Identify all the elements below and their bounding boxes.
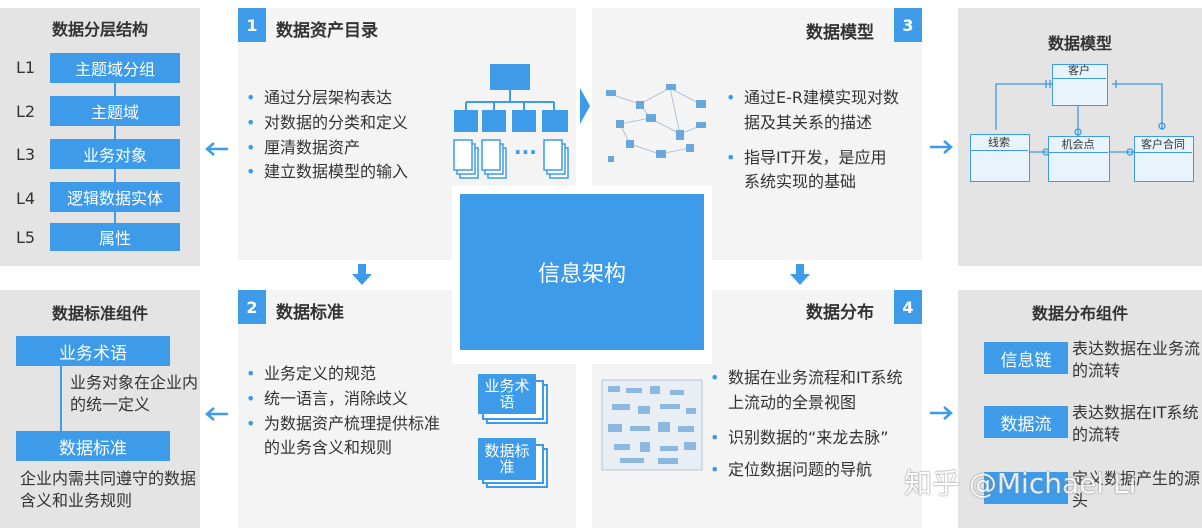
er-diagram-thumbnail-icon: [606, 84, 706, 162]
standard-connector-line: [60, 364, 62, 434]
panel1-bullet: 建立数据模型的输入: [244, 160, 454, 185]
level-id-5: L5: [16, 228, 36, 247]
arrow-down-icon: [352, 264, 372, 285]
entity-contract: [1134, 136, 1194, 182]
panel1-bullet: 通过分层架构表达: [244, 86, 454, 111]
level-box-4: 逻辑数据实体: [50, 182, 180, 212]
arrow-left-icon: [205, 142, 228, 156]
distribution-components-title: 数据分布组件: [1031, 304, 1128, 323]
entity-lead-header: 线索: [970, 136, 1028, 151]
panel4-bullet: 数据在业务流程和IT系统上流动的全景视图: [708, 366, 918, 416]
data-standard-box: 数据标准: [16, 431, 170, 461]
level-id-3: L3: [16, 145, 36, 164]
entity-opportunity: [1048, 136, 1110, 182]
watermark: 知乎 @Michael Li: [904, 467, 1137, 500]
panel3-title: 数据模型: [806, 23, 874, 43]
panel2-title: 数据标准: [276, 303, 344, 323]
data-source-desc: 定义数据产生的源头: [1072, 469, 1201, 511]
entity-contract-header: 客户合同: [1134, 138, 1192, 153]
panel2-bullets: 业务定义的规范 统一语言，消除歧义 为数据资产梳理提供标准的业务含义和规则: [244, 362, 454, 461]
panel3-bullet: 指导IT开发，是应用系统实现的基础: [724, 146, 902, 196]
level-id-4: L4: [16, 189, 36, 208]
level-box-1: 主题域分组: [50, 53, 180, 83]
data-standard-desc: 企业内需共同遵守的数据含义和业务规则: [20, 469, 197, 511]
standard-components-title: 数据标准组件: [51, 304, 148, 323]
panel4-title: 数据分布: [806, 303, 874, 323]
data-flow-desc: 表达数据在IT系统的流转: [1072, 403, 1199, 445]
term-stack-front: 业务术语: [478, 374, 536, 414]
entity-customer-header: 客户: [1052, 64, 1106, 79]
panel2-bullet: 统一语言，消除歧义: [244, 387, 454, 412]
info-chain-box: 信息链: [984, 342, 1068, 374]
data-flow-box: 数据流: [984, 406, 1068, 438]
panel2-bullet: 业务定义的规范: [244, 362, 454, 387]
panel4-bullet: 定位数据问题的导航: [708, 458, 918, 483]
panel1-number: 1: [238, 8, 266, 42]
panel4-bullet: 识别数据的“来龙去脉”: [708, 426, 918, 451]
distribution-map-thumbnail-icon: [601, 379, 703, 471]
std-stack-front: 数据标准: [478, 438, 536, 480]
level-box-5: 属性: [50, 223, 180, 251]
panel2-bullet: 为数据资产梳理提供标准的业务含义和规则: [244, 412, 454, 462]
arrow-right-icon: [930, 406, 953, 420]
entity-customer: [1052, 64, 1108, 106]
panel1-bullet: 厘清数据资产: [244, 136, 454, 161]
catalog-tree-icon: [453, 64, 569, 179]
level-id-1: L1: [16, 58, 36, 77]
business-term-desc: 业务对象在企业内的统一定义: [70, 373, 199, 415]
arrow-right-icon: [930, 140, 953, 154]
panel3-bullets: 通过E-R建模实现对数据及其关系的描述 指导IT开发，是应用系统实现的基础: [724, 86, 902, 195]
panel3-number: 3: [894, 8, 922, 42]
panel3-bullet: 通过E-R建模实现对数据及其关系的描述: [724, 86, 902, 136]
level-box-2: 主题域: [50, 96, 180, 126]
arrow-down-icon: [790, 264, 810, 285]
right-model-title: 数据模型: [1047, 34, 1112, 53]
arrow-right-icon: [580, 88, 590, 124]
standard-components-panel: [0, 290, 200, 528]
panel4-number: 4: [894, 290, 922, 324]
center-information-architecture: 信息架构: [460, 194, 704, 350]
layer-structure-title: 数据分层结构: [51, 20, 148, 39]
level-box-3: 业务对象: [50, 139, 180, 169]
business-term-box: 业务术语: [16, 336, 170, 366]
panel1-title: 数据资产目录: [276, 21, 378, 41]
data-source-box: [984, 472, 1068, 504]
entity-opportunity-header: 机会点: [1048, 138, 1108, 153]
panel1-dots: ···: [514, 140, 537, 164]
info-chain-desc: 表达数据在业务流的流转: [1072, 339, 1201, 381]
entity-lead: [970, 134, 1030, 182]
panel4-bullets: 数据在业务流程和IT系统上流动的全景视图 识别数据的“来龙去脉” 定位数据问题的…: [708, 366, 918, 483]
panel2-number: 2: [238, 290, 266, 324]
er-lines-icon: [995, 80, 1166, 156]
panel1-bullet: 对数据的分类和定义: [244, 111, 454, 136]
arrow-left-icon: [205, 407, 228, 421]
level-id-2: L2: [16, 102, 36, 121]
panel1-bullets: 通过分层架构表达 对数据的分类和定义 厘清数据资产 建立数据模型的输入: [244, 86, 454, 185]
